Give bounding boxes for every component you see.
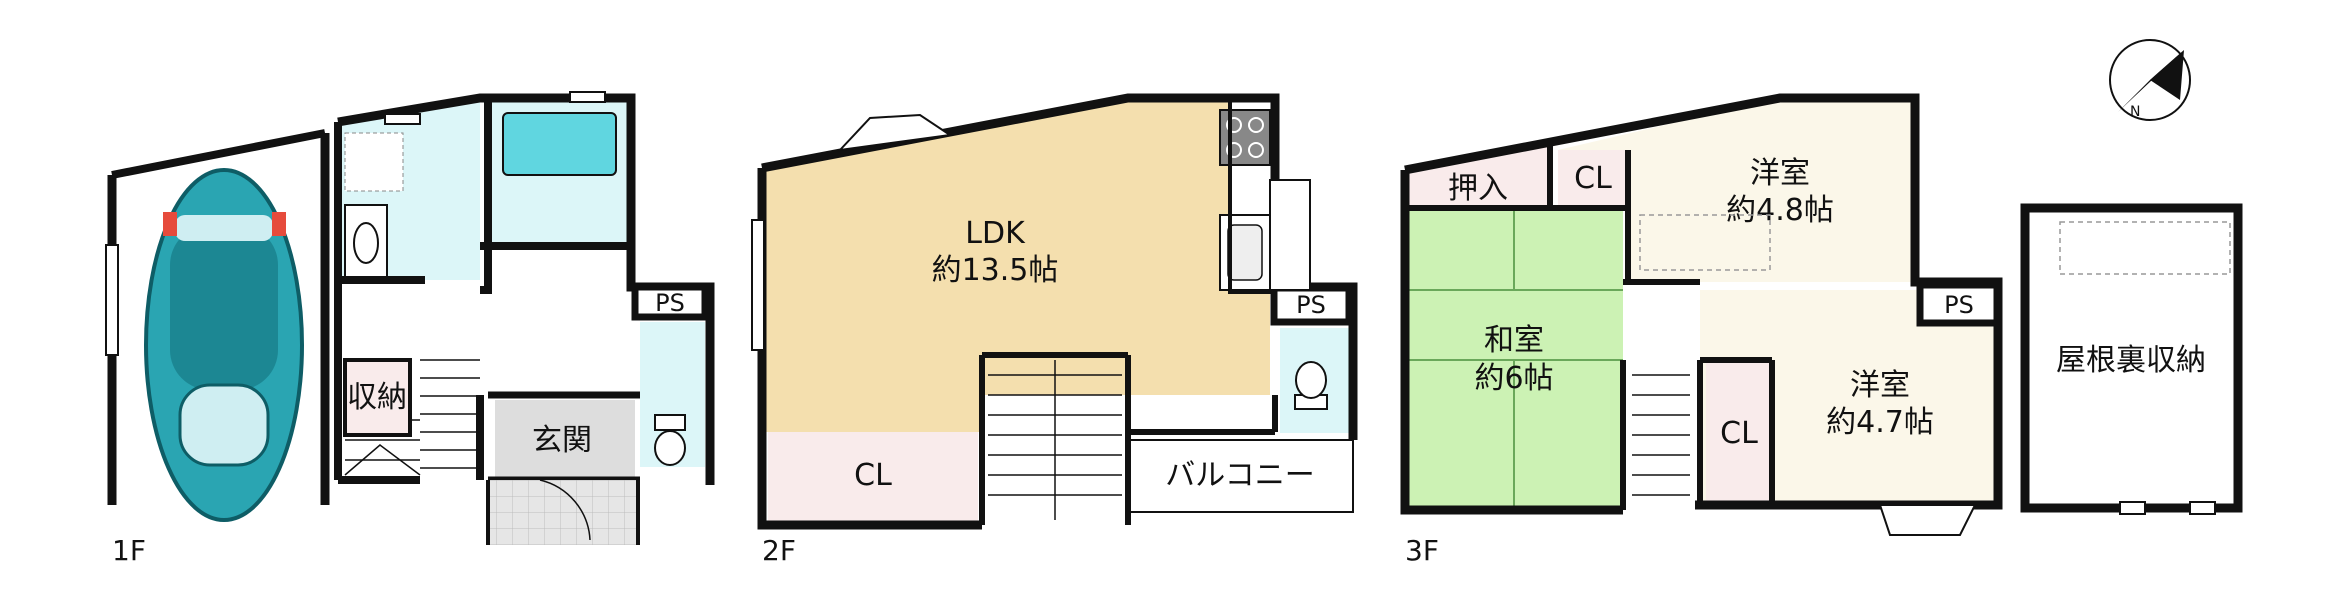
toilet-icon <box>1294 361 1328 410</box>
washitsu-name: 和室 <box>1484 323 1544 358</box>
entrance-label: 玄関 <box>532 423 592 458</box>
closet-2f <box>768 432 978 522</box>
stairs-icon <box>988 360 1122 520</box>
floor-2f-label: 2F <box>762 534 796 567</box>
youshitsu2-size: 約4.7帖 <box>1826 405 1934 440</box>
floor-1f-label: 1F <box>112 534 146 567</box>
attic: 屋根裏収納 <box>2020 203 2243 515</box>
balcony <box>1127 439 1354 513</box>
kitchen-sink-icon <box>1219 214 1271 291</box>
storage-label: 収納 <box>347 380 407 415</box>
washer-space <box>344 132 404 192</box>
youshitsu1-size: 約4.8帖 <box>1726 193 1834 228</box>
youshitsu2-name: 洋室 <box>1850 368 1910 403</box>
oshiire <box>1405 140 1550 205</box>
ps-3f-label: PS <box>1944 291 1974 319</box>
closet-3f-top <box>1558 150 1628 205</box>
washitsu-size: 約6帖 <box>1474 361 1553 396</box>
closet-3f-mid <box>1706 360 1772 505</box>
car-icon <box>144 168 304 522</box>
floor-2f: LDK 約13.5帖 CL バルコニー PS <box>751 93 1358 567</box>
stairs-icon <box>1632 374 1690 496</box>
kitchen-stove-icon <box>1219 109 1271 166</box>
compass-icon: N <box>2109 39 2191 121</box>
youshitsu1-name: 洋室 <box>1750 156 1810 191</box>
toilet-icon <box>654 414 686 466</box>
floor-3f: 洋室 約4.8帖 押入 CL 和室 約6帖 洋室 約4.7帖 CL PS 3F <box>1400 93 2003 567</box>
balcony-label: バルコニー <box>1165 458 1314 493</box>
ps-1f-label: PS <box>655 289 685 317</box>
sink-icon <box>344 204 388 281</box>
storage-room <box>343 358 412 437</box>
ps-2f-label: PS <box>1296 291 1326 319</box>
ldk-name: LDK <box>965 216 1026 251</box>
closet-2f-label: CL <box>854 458 892 493</box>
ps-1f <box>631 283 709 321</box>
svg-text:N: N <box>2130 104 2140 120</box>
floor-3f-label: 3F <box>1405 534 1439 567</box>
ldk-room <box>762 98 1270 432</box>
closet-3f-mid-label: CL <box>1720 416 1758 451</box>
garage-window <box>105 244 119 356</box>
entrance <box>495 400 635 480</box>
bathtub-icon <box>502 112 617 176</box>
attic-label: 屋根裏収納 <box>2056 343 2206 378</box>
youshitsu-4-8 <box>1558 98 1915 282</box>
floor-1f: 収納 玄関 PS 1F <box>105 91 715 567</box>
closet-3f-top-label: CL <box>1574 161 1612 196</box>
ldk-size: 約13.5帖 <box>932 253 1059 288</box>
ps-2f <box>1270 283 1353 326</box>
oshiire-label: 押入 <box>1448 171 1508 206</box>
